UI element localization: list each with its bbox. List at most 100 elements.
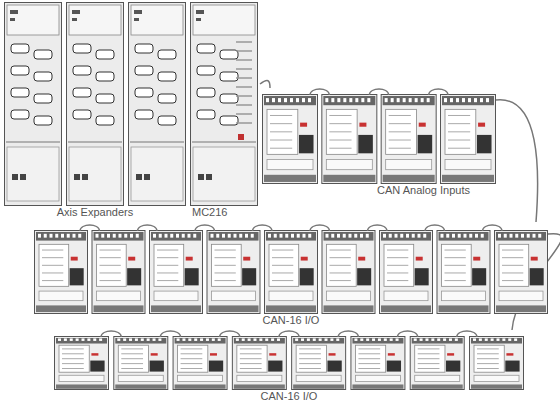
- module-housing: [207, 231, 260, 314]
- terminal-screw: [73, 234, 76, 238]
- panel-text-line: [445, 250, 466, 251]
- display-block: [150, 361, 164, 372]
- panel-text-line: [272, 250, 293, 251]
- daisy-chain-cable: [138, 225, 158, 231]
- terminal-screw: [378, 338, 381, 340]
- terminal-screw: [129, 338, 132, 340]
- terminal-screw: [308, 234, 311, 238]
- io-module: [351, 337, 405, 390]
- panel-text-line: [240, 353, 262, 354]
- terminal-screw: [234, 234, 237, 238]
- panel-text-line: [157, 265, 178, 266]
- panel-text-line: [299, 363, 321, 364]
- module-bottom: [212, 291, 256, 301]
- terminal-screw: [337, 98, 340, 102]
- daisy-chain-cable: [483, 225, 503, 231]
- panel-text-line: [389, 140, 411, 141]
- port-connector: [96, 50, 114, 59]
- port-connector: [73, 110, 91, 119]
- terminal-screw: [458, 234, 461, 238]
- panel-text-line: [181, 353, 203, 354]
- terminal-screw: [406, 234, 409, 238]
- panel-text-line: [445, 280, 466, 281]
- io-module: [92, 231, 145, 314]
- terminal-screw: [414, 338, 417, 340]
- terminal-strip: [151, 305, 201, 312]
- panel-text-line: [330, 280, 351, 281]
- panel-text-line: [270, 123, 292, 124]
- port-connector: [197, 110, 215, 119]
- terminal-screw: [61, 234, 64, 238]
- panel-text-line: [272, 272, 293, 273]
- terminal-screw: [182, 234, 185, 238]
- module-top: [69, 5, 121, 35]
- panel-text-line: [215, 280, 236, 281]
- panel-text-line: [358, 363, 380, 364]
- terminal-screw: [113, 234, 116, 238]
- label-panel: [212, 244, 242, 286]
- port-connector: [220, 50, 238, 59]
- terminal-row: [236, 113, 252, 115]
- terminal-screw: [216, 234, 219, 238]
- module-bottom: [326, 159, 372, 169]
- panel-text-line: [215, 265, 236, 266]
- terminal-screw: [485, 338, 488, 340]
- panel-text-line: [270, 115, 292, 116]
- module-bottom: [178, 375, 223, 381]
- display-block: [357, 268, 371, 285]
- terminal-screw: [296, 98, 299, 102]
- port-connector: [11, 66, 29, 75]
- logo-mark: [301, 257, 308, 261]
- terminal-strip: [471, 384, 522, 388]
- terminal-strip: [264, 175, 316, 182]
- panel-text-line: [299, 348, 321, 349]
- panel-text-line: [387, 265, 408, 266]
- status-led: [196, 10, 204, 14]
- module-bottom: [97, 291, 141, 301]
- logo-mark: [359, 123, 366, 127]
- module-bottom: [415, 375, 460, 381]
- terminal-screw: [415, 98, 418, 102]
- terminal-strip: [151, 232, 201, 241]
- label-panel: [296, 345, 326, 372]
- group-label: MC216: [190, 206, 260, 219]
- panel-text-line: [100, 272, 121, 273]
- screw-terminal: [144, 174, 150, 180]
- module-bottom: [237, 375, 282, 381]
- logo-mark: [388, 353, 395, 355]
- logo-mark: [243, 257, 250, 261]
- terminal-row: [236, 77, 252, 79]
- terminal-screw: [425, 338, 428, 340]
- display-block: [299, 135, 314, 153]
- io-module: [114, 337, 168, 390]
- terminal-strip: [412, 338, 463, 344]
- terminal-screw: [93, 338, 96, 340]
- display-block: [358, 135, 373, 153]
- panel-text-line: [100, 280, 121, 281]
- panel-text-line: [502, 280, 523, 281]
- module-bottom: [154, 291, 198, 301]
- screw-terminal: [74, 174, 80, 180]
- terminal-screw: [176, 234, 179, 238]
- io-module: [437, 231, 490, 314]
- panel-text-line: [42, 257, 63, 258]
- daisy-chain-cable: [425, 225, 445, 231]
- terminal-screw: [188, 234, 191, 238]
- label-panel: [118, 345, 148, 372]
- terminal-strip: [175, 338, 226, 344]
- label-panel: [59, 345, 89, 372]
- device-drawing: [54, 330, 524, 390]
- terminal-screw: [450, 98, 453, 102]
- module-housing: [92, 231, 145, 314]
- port-connector: [11, 88, 29, 97]
- terminal-screw: [515, 234, 518, 238]
- panel-text-line: [448, 131, 470, 132]
- daisy-chain-cable: [80, 225, 100, 231]
- port-connector: [197, 44, 215, 53]
- terminal-strip: [381, 305, 431, 312]
- expander-module: [67, 3, 124, 206]
- module-housing: [67, 3, 124, 206]
- panel-text-line: [299, 353, 321, 354]
- label-panel: [474, 345, 504, 372]
- terminal-strip: [324, 305, 374, 312]
